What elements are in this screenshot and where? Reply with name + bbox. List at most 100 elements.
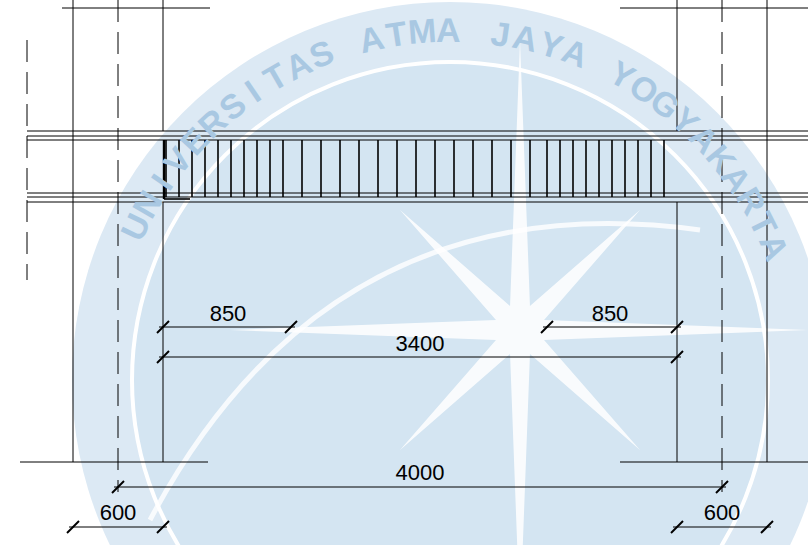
watermark-letter: A bbox=[558, 33, 593, 74]
emblem-star bbox=[230, 40, 808, 545]
stirrup bbox=[256, 140, 258, 197]
watermark-letter: M bbox=[407, 13, 438, 49]
dimension-tick bbox=[671, 321, 683, 333]
dimension-tick bbox=[157, 351, 169, 363]
stirrup-hook bbox=[163, 140, 165, 199]
dimension-value: 850 bbox=[208, 302, 249, 326]
watermark-letter: Y bbox=[666, 101, 706, 141]
stirrup bbox=[377, 140, 379, 197]
stirrup-hook bbox=[164, 198, 190, 200]
dimension-line bbox=[159, 357, 681, 358]
dimension-tick bbox=[67, 521, 79, 533]
dimension-value: 3400 bbox=[394, 332, 447, 356]
stirrup bbox=[230, 140, 232, 197]
dimension-line bbox=[159, 327, 295, 328]
column-edge bbox=[677, 0, 678, 131]
beam-edge bbox=[27, 197, 808, 198]
stirrup bbox=[585, 140, 587, 197]
beam-edge bbox=[27, 136, 808, 137]
dimension-value: 600 bbox=[702, 501, 743, 525]
dimension-line bbox=[114, 487, 726, 488]
stirrup bbox=[510, 140, 512, 197]
dimension-line bbox=[673, 527, 771, 528]
stirrup bbox=[611, 140, 613, 197]
beam-edge bbox=[27, 202, 808, 203]
stirrup bbox=[269, 140, 271, 197]
stirrup bbox=[282, 140, 284, 197]
beam-edge bbox=[27, 131, 808, 132]
watermark-letter bbox=[337, 28, 356, 63]
dimension-line bbox=[543, 327, 681, 328]
stirrup bbox=[243, 140, 245, 197]
column-edge bbox=[163, 202, 164, 462]
watermark-letter: R bbox=[192, 102, 233, 144]
stirrup bbox=[178, 140, 180, 197]
column-edge bbox=[767, 0, 768, 462]
stirrup bbox=[191, 140, 193, 197]
watermark-letter: E bbox=[174, 121, 214, 161]
column-centerline bbox=[118, 0, 119, 492]
watermark-letter: T bbox=[743, 207, 783, 241]
column-centerline bbox=[722, 0, 723, 492]
watermark-letter: A bbox=[683, 118, 725, 159]
stirrup bbox=[217, 140, 219, 197]
stirrup bbox=[396, 140, 398, 197]
watermark-letter: A bbox=[754, 230, 795, 266]
watermark-letter: U bbox=[115, 208, 156, 245]
stirrup bbox=[546, 140, 548, 197]
stirrup bbox=[598, 140, 600, 197]
dimension-tick bbox=[761, 521, 773, 533]
emblem-swoosh bbox=[150, 224, 700, 520]
watermark-letter: S bbox=[305, 34, 339, 74]
stirrup bbox=[663, 140, 665, 197]
stirrup bbox=[472, 140, 474, 197]
watermark-letter: G bbox=[645, 83, 687, 126]
hidden-line bbox=[27, 40, 28, 280]
dimension-tick bbox=[157, 521, 169, 533]
beam-edge bbox=[27, 140, 808, 141]
emblem-disc bbox=[132, 62, 768, 545]
stirrup bbox=[339, 140, 341, 197]
dimension-tick bbox=[541, 321, 553, 333]
watermark-letter: S bbox=[213, 86, 252, 127]
watermark-letter: V bbox=[157, 141, 198, 180]
column-edge bbox=[73, 0, 74, 462]
dimension-line bbox=[69, 527, 167, 528]
watermark-letter: N bbox=[127, 184, 169, 222]
watermark-letter bbox=[588, 46, 611, 81]
stirrup bbox=[301, 140, 303, 197]
stirrup bbox=[650, 140, 652, 197]
stirrup bbox=[572, 140, 574, 197]
stirrup bbox=[453, 140, 455, 197]
watermark-letter: T bbox=[384, 16, 410, 53]
dimension-tick bbox=[112, 481, 124, 493]
stirrup bbox=[529, 140, 531, 197]
stirrup bbox=[358, 140, 360, 197]
stirrup bbox=[491, 140, 493, 197]
stirrup bbox=[559, 140, 561, 197]
watermark-letter: J bbox=[488, 15, 512, 51]
section-line bbox=[620, 462, 808, 463]
watermark-letter: A bbox=[279, 44, 316, 85]
stirrup bbox=[434, 140, 436, 197]
watermark-emblem bbox=[72, 2, 808, 545]
dimension-value: 4000 bbox=[394, 461, 447, 485]
stirrup bbox=[637, 140, 639, 197]
structure-lines bbox=[20, 0, 808, 533]
emblem-ring bbox=[72, 2, 808, 545]
dimension-tick bbox=[671, 521, 683, 533]
watermark-letter: O bbox=[624, 68, 665, 111]
watermark-letter: R bbox=[730, 182, 772, 220]
watermark-letter: A bbox=[436, 13, 461, 47]
dimension-tick bbox=[285, 321, 297, 333]
dimension-tick bbox=[157, 321, 169, 333]
stirrup bbox=[624, 140, 626, 197]
dimension-tick bbox=[716, 481, 728, 493]
watermark-letter: T bbox=[258, 57, 293, 97]
stirrup bbox=[204, 140, 206, 197]
watermark-letter: Y bbox=[535, 25, 567, 64]
watermark-letter: I bbox=[240, 74, 267, 107]
watermark-letter bbox=[469, 14, 481, 49]
dimension-tick bbox=[671, 351, 683, 363]
